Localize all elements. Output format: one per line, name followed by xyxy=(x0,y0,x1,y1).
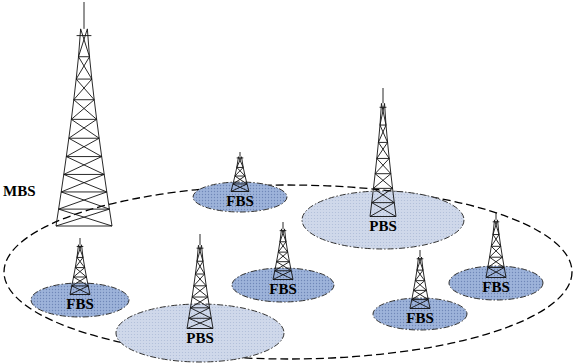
tower-icon xyxy=(370,88,396,217)
station-label: PBS xyxy=(186,331,214,346)
tower-icon xyxy=(486,212,506,278)
tower-icon xyxy=(187,234,213,329)
tower-icon xyxy=(56,2,112,226)
small-cell: PBS xyxy=(115,303,285,363)
station-label: FBS xyxy=(406,311,434,326)
small-cell: FBS xyxy=(448,265,544,301)
station-label: FBS xyxy=(66,297,94,312)
station-label: FBS xyxy=(226,194,254,209)
small-cell: FBS xyxy=(30,282,130,318)
station-label: PBS xyxy=(369,219,397,234)
tower-icon xyxy=(273,222,293,280)
station-label: FBS xyxy=(482,280,510,295)
small-cell: FBS xyxy=(231,267,335,303)
tower-icon xyxy=(410,250,430,309)
small-cell: FBS xyxy=(372,297,468,331)
station-label: MBS xyxy=(3,184,36,199)
small-cell: PBS xyxy=(301,190,465,250)
tower-icon xyxy=(70,238,90,295)
small-cell: FBS xyxy=(192,181,288,213)
station-label: FBS xyxy=(269,282,297,297)
tower-icon xyxy=(231,152,249,192)
